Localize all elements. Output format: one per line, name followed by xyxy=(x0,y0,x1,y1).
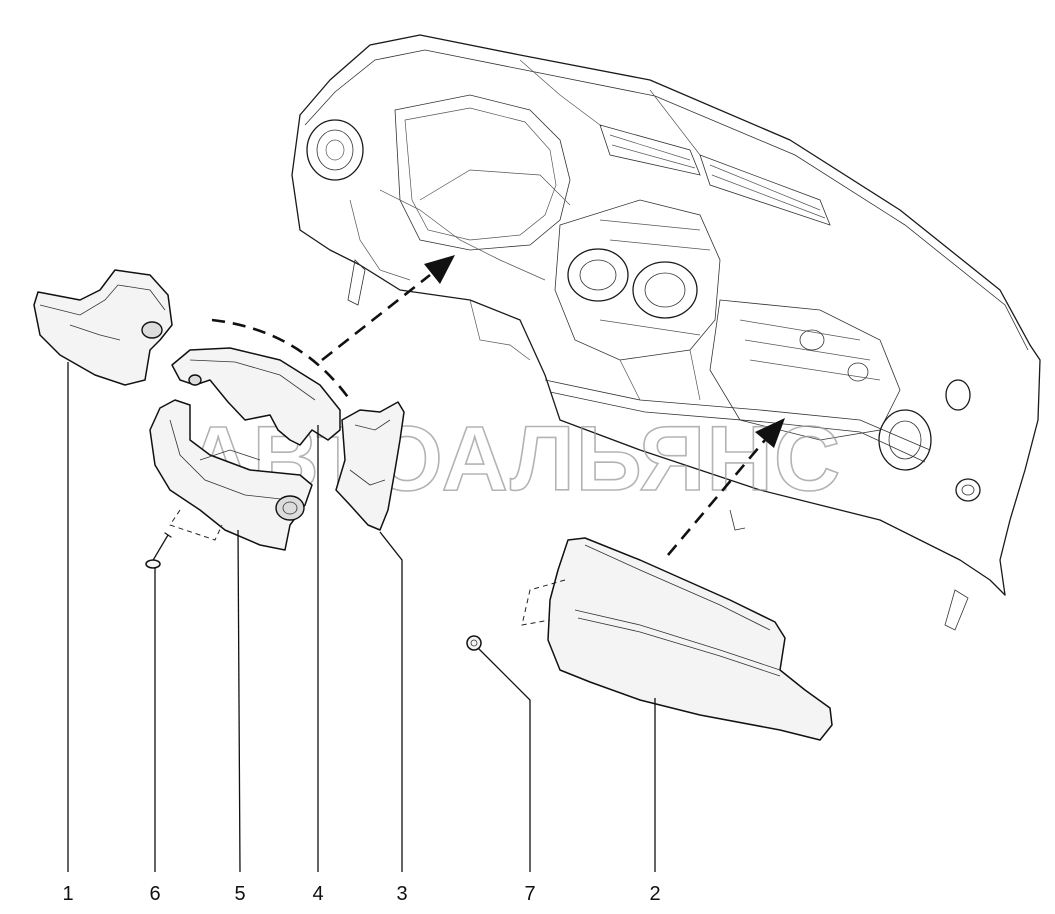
callout-6: 6 xyxy=(149,883,160,905)
part-4-steering-column-upper-shroud xyxy=(171,347,341,446)
callout-5: 5 xyxy=(234,883,245,905)
leader-lines xyxy=(67,362,656,873)
part-1-steering-column-lower-shroud xyxy=(33,269,173,386)
callout-1: 1 xyxy=(62,883,73,905)
assembly-arrow-glovebox-to-dash xyxy=(667,418,785,556)
part-7-clip xyxy=(466,635,482,651)
callout-4: 4 xyxy=(312,883,323,905)
part-5-steering-column-cover xyxy=(149,399,313,551)
callout-3: 3 xyxy=(396,883,407,905)
dashboard-panel xyxy=(291,34,1041,631)
callout-2: 2 xyxy=(649,883,660,905)
callout-7: 7 xyxy=(524,883,535,905)
assembly-arrow-column-to-dash xyxy=(211,255,455,401)
part-2-glovebox-panel xyxy=(521,537,833,741)
part-3-side-trim xyxy=(335,401,405,531)
part-6-screw xyxy=(145,532,172,569)
